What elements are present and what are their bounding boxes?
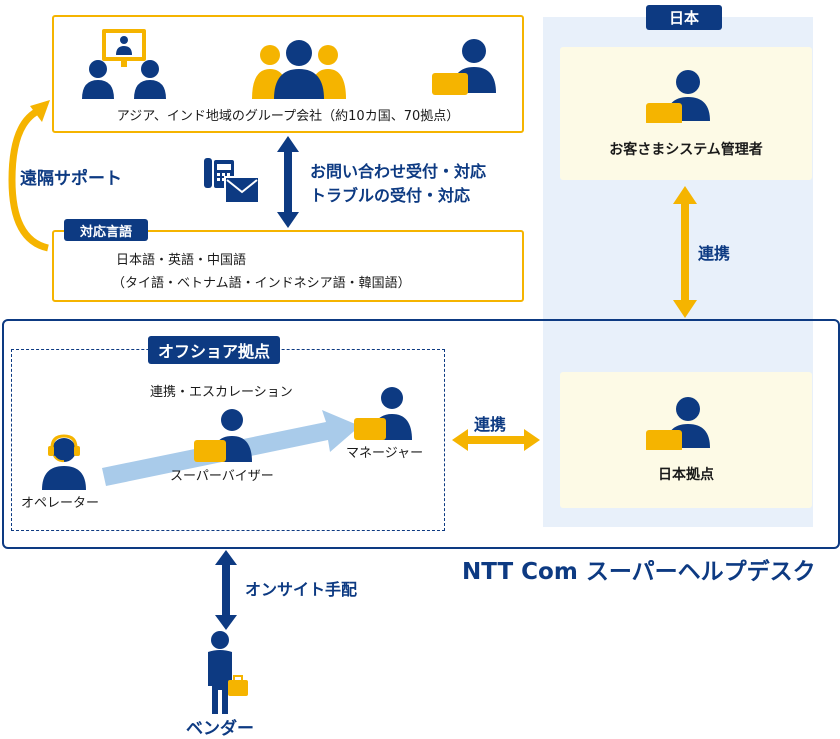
languages-box: 日本語・英語・中国語 （タイ語・ベトナム語・インドネシア語・韓国語） (52, 230, 524, 302)
supervisor-label: スーパーバイザー (170, 469, 274, 484)
help-desk-frame (2, 319, 840, 549)
link-vertical-arrow (673, 186, 697, 318)
person-laptop-icon (646, 397, 710, 450)
japan-tag-label: 日本 (668, 9, 699, 27)
link-vertical-label: 連携 (698, 244, 731, 263)
operator-headset-icon (42, 434, 86, 490)
inquiry-line1: お問い合わせ受付・対応 (310, 162, 487, 181)
customer-admin-box: お客さまシステム管理者 (560, 47, 812, 180)
person-laptop-icon (646, 70, 710, 123)
customer-admin-label: お客さまシステム管理者 (609, 142, 763, 158)
operator-label: オペレーター (21, 496, 100, 511)
vendor-briefcase-icon (208, 631, 248, 714)
group-people-icon (252, 40, 346, 99)
manager-label: マネージャー (346, 446, 424, 461)
onsite-label: オンサイト手配 (245, 580, 358, 599)
offshore-tag: オフショア拠点 (148, 336, 280, 364)
inquiry-line2: トラブルの受付・対応 (310, 186, 471, 205)
remote-support-label: 遠隔サポート (20, 169, 122, 189)
manager-icon (354, 387, 412, 440)
inquiry-arrow (277, 136, 299, 228)
languages-tag-label: 対応言語 (79, 224, 132, 240)
onsite-arrow (215, 550, 237, 630)
japan-tag: 日本 (646, 5, 722, 30)
remote-support-arrow (8, 100, 50, 252)
languages-tag: 対応言語 (64, 219, 148, 241)
japan-base-label: 日本拠点 (658, 467, 714, 483)
phone-icon (204, 158, 234, 188)
person-laptop-icon (432, 39, 496, 95)
supervisor-icon (194, 409, 252, 462)
languages-line2: （タイ語・ベトナム語・インドネシア語・韓国語） (112, 276, 411, 291)
vendor-label: ベンダー (186, 719, 254, 739)
group-companies-box: アジア、インド地域のグループ会社（約10カ国、70拠点） (52, 15, 524, 133)
offshore-tag-label: オフショア拠点 (157, 342, 270, 361)
service-name: NTT Com スーパーヘルプデスク (462, 559, 816, 585)
video-conference-icon (82, 29, 166, 99)
link-horizontal-arrow (452, 429, 540, 451)
japan-base-box: 日本拠点 (560, 372, 812, 508)
envelope-icon (224, 176, 260, 204)
group-companies-label: アジア、インド地域のグループ会社（約10カ国、70拠点） (116, 109, 460, 124)
escalation-label: 連携・エスカレーション (150, 385, 293, 400)
link-horizontal-label: 連携 (474, 415, 507, 434)
languages-line1: 日本語・英語・中国語 (116, 253, 247, 268)
